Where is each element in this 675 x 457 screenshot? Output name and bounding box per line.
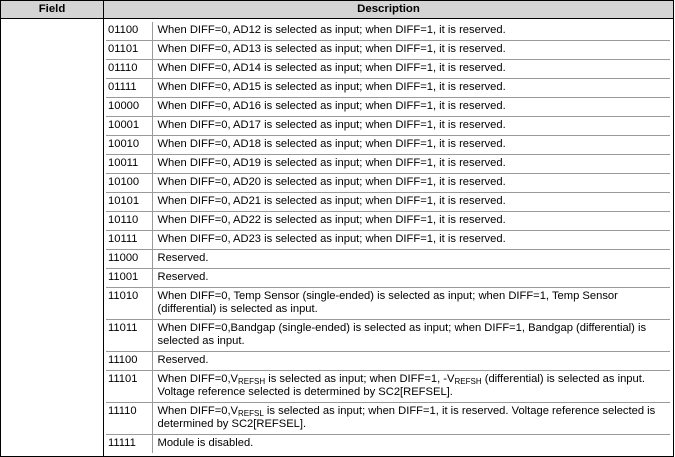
encoding-subscript: REFSL: [238, 409, 264, 418]
encoding-description: When DIFF=0, AD22 is selected as input; …: [157, 214, 506, 226]
encoding-row: 01100 When DIFF=0, AD12 is selected as in…: [106, 22, 670, 41]
encoding-code: 10010: [106, 135, 153, 155]
encoding-row: 11101 When DIFF=0,VREFSH is selected as …: [106, 370, 670, 403]
encoding-row: 11001 Reserved.: [106, 268, 670, 288]
table-header-row: Field Description: [0, 0, 674, 19]
encoding-row: 10001 When DIFF=0, AD17 is selected as in…: [106, 116, 670, 136]
encoding-row: 10011 When DIFF=0, AD19 is selected as in…: [106, 154, 670, 174]
encoding-row: 10010 When DIFF=0, AD18 is selected as in…: [106, 135, 670, 155]
encoding-description: Reserved.: [157, 252, 209, 264]
encoding-rows: 01100 When DIFF=0, AD12 is selected as in…: [106, 22, 670, 453]
encoding-subscript: REFSH: [454, 377, 482, 386]
encoding-code: 11001: [106, 268, 153, 288]
encoding-description: When DIFF=0, AD14 is selected as input; …: [157, 62, 506, 74]
encoding-code: 10000: [106, 97, 153, 117]
encoding-code: 01110: [106, 59, 153, 79]
encoding-code: 10101: [106, 192, 153, 212]
encoding-row: 01110 When DIFF=0, AD14 is selected as in…: [106, 59, 670, 79]
encoding-description: When DIFF=0, AD12 is selected as input; …: [157, 24, 506, 36]
encoding-row: 11100 Reserved.: [106, 351, 670, 371]
encoding-code: 01111: [106, 78, 153, 98]
description-column-header: Description: [103, 0, 674, 19]
encoding-code: 11100: [106, 351, 153, 371]
encoding-description: When DIFF=0, AD18 is selected as input; …: [157, 138, 506, 150]
encoding-description: When DIFF=0, AD19 is selected as input; …: [157, 157, 506, 169]
table-body-row: 01100 When DIFF=0, AD12 is selected as in…: [0, 18, 674, 457]
encoding-code: 01100: [106, 22, 153, 41]
encoding-code: 01101: [106, 40, 153, 60]
encoding-code: 11101: [106, 370, 153, 403]
encoding-description: When DIFF=0, AD17 is selected as input; …: [157, 119, 506, 131]
encoding-code: 11010: [106, 287, 153, 320]
field-cell: [0, 18, 104, 457]
encoding-subscript: REFSH: [238, 377, 266, 386]
encoding-description: When DIFF=0, AD15 is selected as input; …: [157, 81, 506, 93]
encoding-code: 10100: [106, 173, 153, 193]
encoding-text-part: is selected as input; when DIFF=1, it is…: [157, 405, 656, 430]
encoding-row: 01101 When DIFF=0, AD13 is selected as in…: [106, 40, 670, 60]
encoding-description: When DIFF=0, AD23 is selected as input; …: [157, 233, 506, 245]
encoding-row: 01111 When DIFF=0, AD15 is selected as in…: [106, 78, 670, 98]
encoding-row: 11111 Module is disabled.: [106, 434, 670, 453]
encoding-description: When DIFF=0, AD21 is selected as input; …: [157, 195, 506, 207]
encoding-code: 10001: [106, 116, 153, 136]
encoding-row: 10110 When DIFF=0, AD22 is selected as in…: [106, 211, 670, 231]
encoding-text-part: When DIFF=0,V: [157, 373, 239, 385]
encoding-row: 10101 When DIFF=0, AD21 is selected as in…: [106, 192, 670, 212]
encoding-description: When DIFF=0, AD13 is selected as input; …: [157, 43, 506, 55]
encoding-text-part: When DIFF=0,V: [157, 405, 239, 417]
encoding-description: Module is disabled.: [157, 437, 254, 449]
encoding-text-part: (differential) is selected as input. Vol…: [157, 373, 645, 398]
encoding-description: Reserved.: [157, 354, 209, 366]
encoding-description: Reserved.: [157, 271, 209, 283]
encoding-row: 11110 When DIFF=0,VREFSL is selected as …: [106, 402, 670, 435]
encoding-code: 11000: [106, 249, 153, 269]
encoding-code: 11111: [106, 434, 153, 453]
encoding-description: When DIFF=0,VREFSH is selected as input;…: [152, 371, 670, 403]
encoding-code: 10111: [106, 230, 153, 250]
encoding-code: 10011: [106, 154, 153, 174]
encoding-row: 10100 When DIFF=0, AD20 is selected as in…: [106, 173, 670, 193]
encoding-description: When DIFF=0, AD16 is selected as input; …: [157, 100, 506, 112]
encoding-code: 10110: [106, 211, 153, 231]
encoding-row: 10000 When DIFF=0, AD16 is selected as in…: [106, 97, 670, 117]
encoding-row: 10111 When DIFF=0, AD23 is selected as in…: [106, 230, 670, 250]
encoding-description: When DIFF=0,VREFSL is selected as input;…: [152, 403, 670, 435]
encoding-row: 11000 Reserved.: [106, 249, 670, 269]
encoding-code: 11110: [106, 402, 153, 435]
field-column-header: Field: [0, 0, 104, 19]
encoding-description: When DIFF=0,Bandgap (single-ended) is se…: [157, 322, 647, 347]
encoding-description: When DIFF=0, Temp Sensor (single-ended) …: [157, 290, 618, 315]
encoding-table: 01100 When DIFF=0, AD12 is selected as in…: [106, 22, 670, 453]
encoding-description: When DIFF=0, AD20 is selected as input; …: [157, 176, 506, 188]
encoding-code: 11011: [106, 319, 153, 352]
encoding-text-part: is selected as input; when DIFF=1, -V: [265, 373, 455, 385]
description-cell: 01100 When DIFF=0, AD12 is selected as in…: [103, 18, 674, 457]
